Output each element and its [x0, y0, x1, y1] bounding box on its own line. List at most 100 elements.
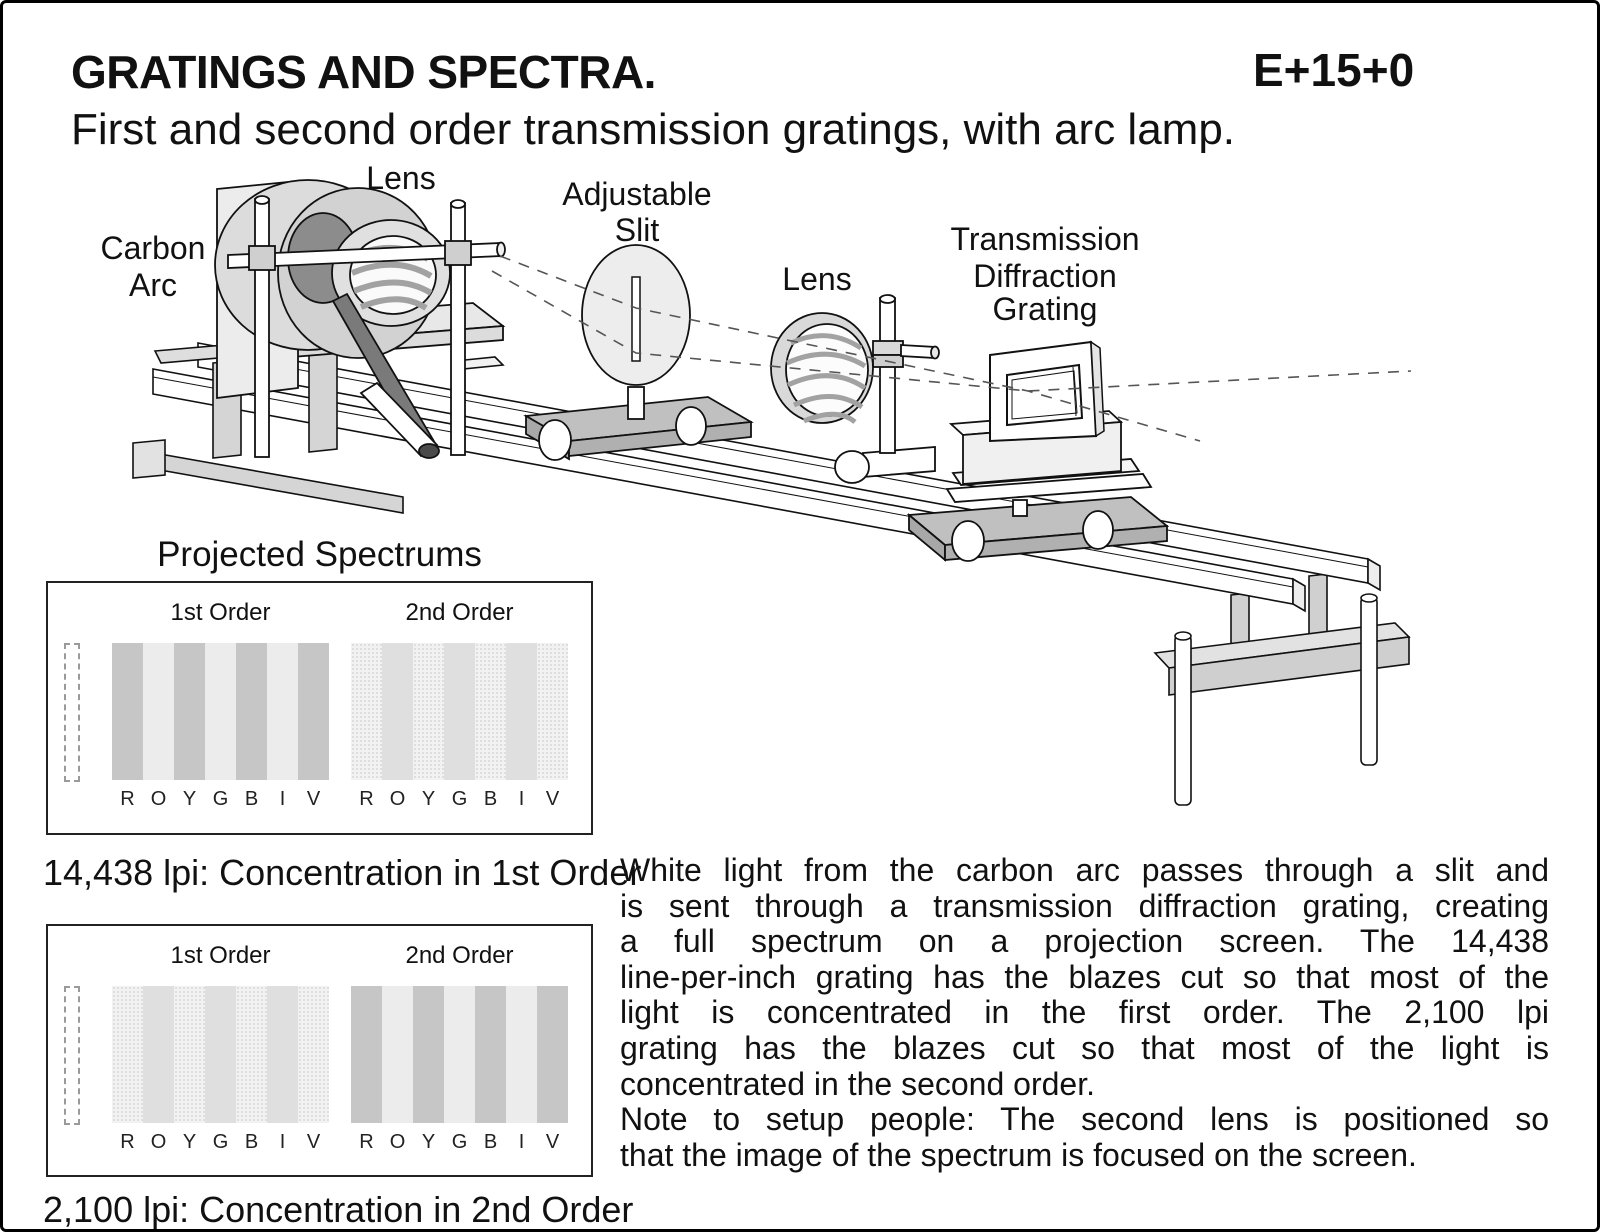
setup-note-line: that the image of the spectrum is focuse…	[620, 1136, 1417, 1173]
spectrum-caption-2100lpi: 2,100 lpi: Concentration in 2nd Order	[43, 1189, 634, 1230]
spectrum-band-g	[444, 986, 475, 1123]
description-line: light is concentrated in the first order…	[620, 994, 1549, 1031]
spectrum-box-2100lpi: 1st Order 2nd Order R O Y G B I	[46, 924, 593, 1177]
spectrum-band-y	[413, 643, 444, 780]
letter-o: O	[150, 788, 167, 810]
bench-right-support	[1153, 573, 1411, 806]
spectrum-band-b	[236, 986, 267, 1123]
color-letters-second-order: R O Y G B I V	[351, 1131, 568, 1154]
spectrum-band-g	[205, 986, 236, 1123]
optical-bench-illustration: Lens Adjustable Slit Carbon Arc Lens Tra…	[101, 160, 1412, 806]
zero-order-dashed-slit	[64, 643, 80, 782]
spectrum-band-i	[506, 643, 537, 780]
spectrum-band-y	[413, 986, 444, 1123]
letter-v: V	[545, 1131, 560, 1153]
first-order-label: 1st Order	[170, 942, 271, 969]
first-order-spectrum-strong	[112, 643, 329, 780]
letter-i: I	[279, 1131, 286, 1153]
slit-opening	[631, 276, 641, 362]
description-line: concentrated in the second order.	[620, 1065, 1095, 1102]
letter-b: B	[244, 788, 259, 810]
spectrum-band-r	[351, 986, 382, 1123]
light-rays	[491, 255, 1412, 442]
spectrum-band-b	[236, 643, 267, 780]
letter-y: Y	[421, 788, 436, 810]
letter-y: Y	[182, 1131, 197, 1153]
spectrum-band-y	[174, 643, 205, 780]
letter-o: O	[389, 1131, 406, 1153]
description-line: a full spectrum on a projection screen. …	[620, 923, 1549, 960]
spectrum-band-v	[537, 643, 568, 780]
label-grating-1: Transmission	[950, 221, 1139, 257]
color-letters-first-order: R O Y G B I V	[112, 1131, 329, 1154]
carriage-wheel	[1082, 510, 1114, 550]
label-lens-2: Lens	[782, 261, 851, 297]
description-line: line-per-inch grating has the blazes cut…	[620, 958, 1549, 995]
light-ray	[499, 255, 1201, 442]
second-order-label: 2nd Order	[405, 599, 514, 626]
spectrum-band-i	[267, 643, 298, 780]
carriage-wheel	[834, 450, 870, 484]
spectrum-band-o	[382, 986, 413, 1123]
letter-v: V	[306, 1131, 321, 1153]
diffraction-grating	[906, 340, 1170, 562]
description-text: White light from the carbon arc passes t…	[620, 852, 1549, 1173]
carbon-arc-lamp	[214, 179, 506, 459]
letter-i: I	[518, 1131, 525, 1153]
spectrum-caption-14438lpi: 14,438 lpi: Concentration in 1st Order	[43, 852, 642, 893]
letter-i: I	[279, 788, 286, 810]
description-line: is sent through a transmission diffracti…	[620, 887, 1549, 924]
spectrum-band-v	[298, 643, 329, 780]
label-adjustable-slit-1: Adjustable	[562, 176, 711, 212]
description-line: grating has the blazes cut so that most …	[620, 1029, 1549, 1066]
spectrum-box-14438lpi: 1st Order 2nd Order R O Y G B I	[46, 581, 593, 835]
catalog-code: E+15+0	[1253, 44, 1415, 96]
spectrum-band-y	[174, 986, 205, 1123]
description-line: White light from the carbon arc passes t…	[620, 852, 1549, 888]
letter-r: R	[120, 1131, 135, 1153]
spectrum-band-r	[351, 643, 382, 780]
projected-spectrums-heading: Projected Spectrums	[157, 535, 482, 574]
spectrum-band-r	[112, 643, 143, 780]
spectrum-band-r	[112, 986, 143, 1123]
bench-leg-left	[1174, 631, 1192, 806]
letter-r: R	[359, 788, 374, 810]
letter-r: R	[120, 788, 135, 810]
spectrum-band-b	[475, 986, 506, 1123]
carriage-wheel	[951, 520, 985, 562]
letter-v: V	[545, 788, 560, 810]
letter-r: R	[359, 1131, 374, 1153]
letter-o: O	[389, 788, 406, 810]
second-order-spectrum-faint	[351, 643, 568, 780]
color-letters-second-order: R O Y G B I V	[351, 788, 568, 811]
letter-o: O	[150, 1131, 167, 1153]
label-grating-2: Diffraction	[973, 258, 1116, 294]
letter-i: I	[518, 788, 525, 810]
carriage-wheel	[675, 406, 707, 446]
letter-b: B	[483, 788, 498, 810]
lamp-support-rods	[227, 195, 506, 458]
spectrum-band-o	[382, 643, 413, 780]
setup-note-line: Note to setup people: The second lens is…	[620, 1101, 1549, 1138]
focusing-lens	[770, 294, 940, 484]
spectrum-band-o	[143, 643, 174, 780]
zero-order-dashed-slit	[64, 986, 80, 1125]
label-adjustable-slit-2: Slit	[615, 212, 660, 248]
spectrum-band-i	[267, 986, 298, 1123]
label-lens-1: Lens	[366, 160, 435, 196]
spectrum-band-v	[537, 986, 568, 1123]
letter-b: B	[244, 1131, 259, 1153]
second-order-label: 2nd Order	[405, 942, 514, 969]
label-grating-3: Grating	[993, 291, 1098, 327]
label-carbon-arc-2: Arc	[129, 267, 177, 303]
spectrum-band-o	[143, 986, 174, 1123]
lamp-handle	[359, 381, 440, 459]
spectrum-band-v	[298, 986, 329, 1123]
spectrum-band-i	[506, 986, 537, 1123]
letter-g: G	[212, 1131, 229, 1153]
letter-v: V	[306, 788, 321, 810]
adjustable-slit	[523, 244, 754, 461]
letter-g: G	[451, 1131, 468, 1153]
carriage-wheel	[538, 419, 572, 461]
